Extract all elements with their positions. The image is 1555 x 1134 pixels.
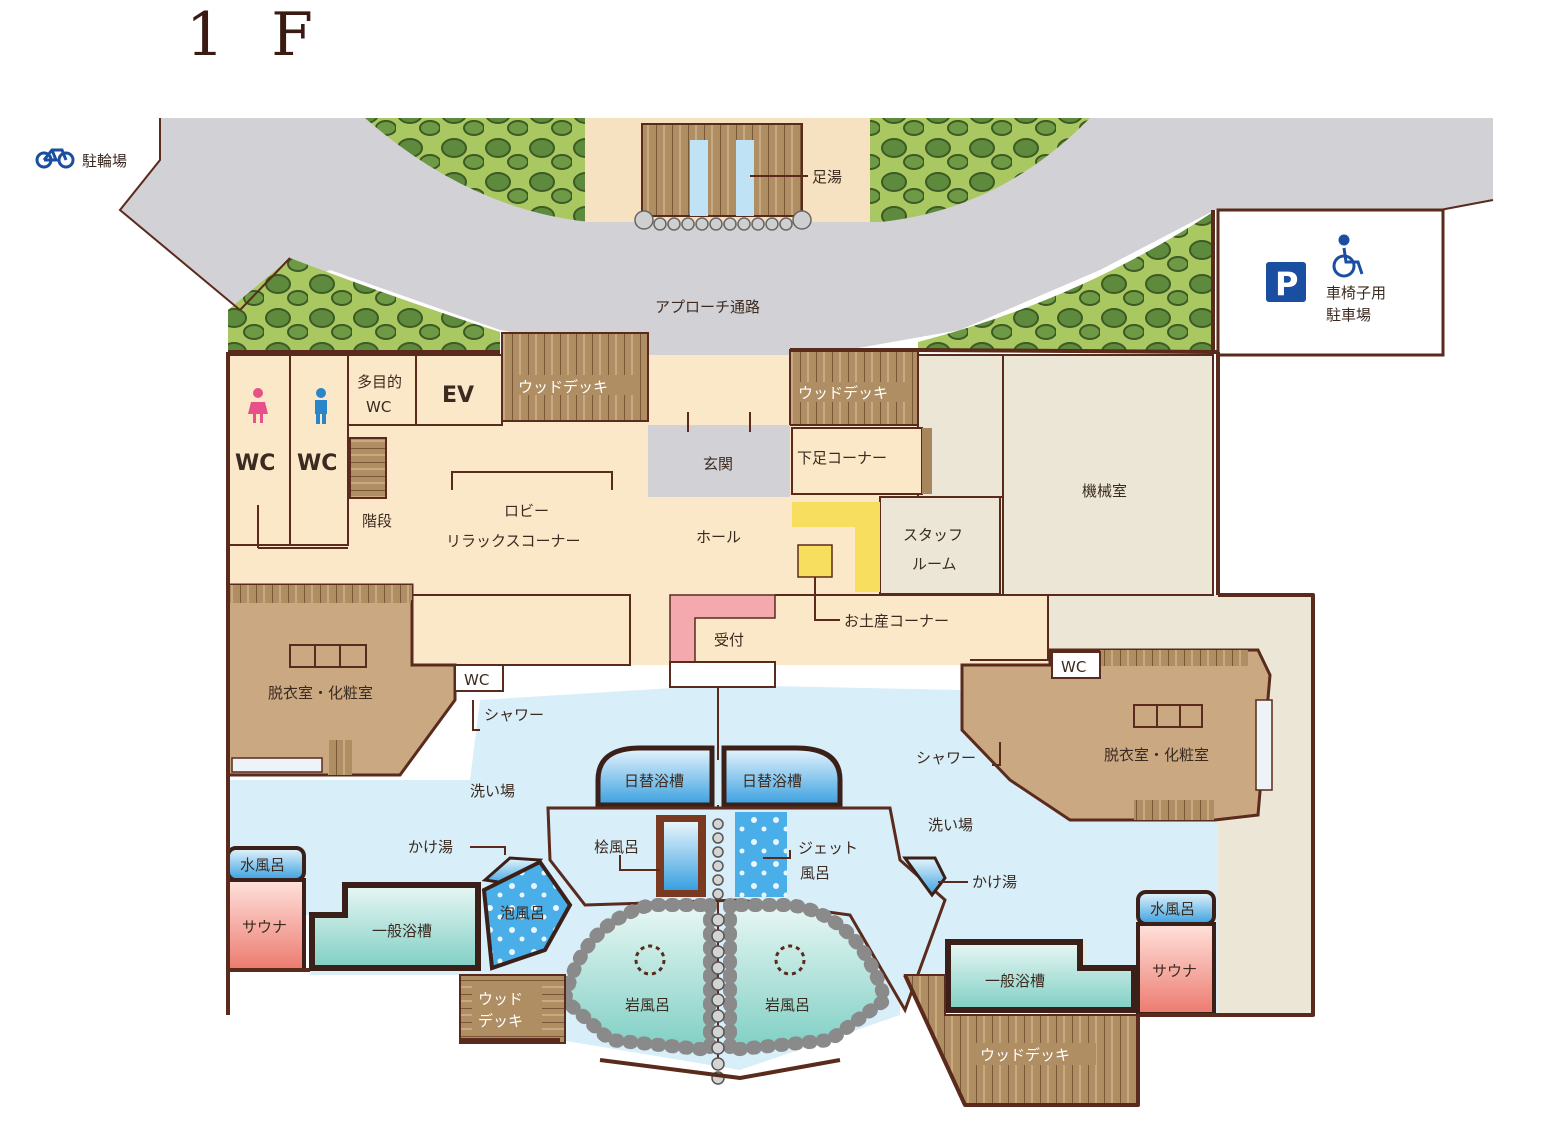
accessible-parking-label-2: 駐車場 (1326, 306, 1371, 324)
stone-path (711, 818, 725, 1085)
staff-room-label-2: ルーム (912, 555, 957, 573)
sauna-left-label: サウナ (242, 918, 287, 936)
washing-area-right-label: 洗い場 (928, 816, 973, 834)
dressing-room-left-label: 脱衣室・化粧室 (268, 684, 373, 702)
daily-bath-right-label: 日替浴槽 (742, 772, 802, 790)
right-garden (918, 212, 1213, 352)
bicycle-parking-label: 駐輪場 (82, 152, 127, 170)
wc-right (1051, 651, 1101, 679)
jet-bath-label-2: 風呂 (800, 864, 830, 882)
mens-wc-label: WC (297, 451, 337, 476)
lobby-label-2: リラックスコーナー (446, 532, 581, 550)
wood-deck-bottom-right-label: ウッドデッキ (980, 1046, 1070, 1064)
cold-bath-left-label: 水風呂 (240, 856, 285, 874)
sauna-left (226, 878, 306, 972)
cold-bath-right-label: 水風呂 (1150, 900, 1195, 918)
staff-room (879, 496, 1001, 595)
parking-sign-icon: P (1266, 262, 1306, 303)
souvenir-corner-label: お土産コーナー (844, 612, 949, 630)
jet-bath-label-1: ジェット (798, 839, 858, 857)
womens-wc-label: WC (235, 451, 275, 476)
multipurpose-wc-label-2: WC (366, 398, 391, 416)
wood-deck-left-label: ウッドデッキ (518, 378, 608, 396)
kakeyu-right (902, 856, 947, 898)
machine-room-label: 機械室 (1082, 482, 1127, 500)
main-bath-right (945, 939, 1137, 1013)
man-icon (315, 388, 327, 424)
footbath-label: 足湯 (812, 168, 842, 186)
floor-title: 1 F (186, 0, 327, 70)
bubble-bath-label: 泡風呂 (500, 904, 545, 922)
wood-deck-right-label: ウッドデッキ (798, 384, 888, 402)
daily-bath-right (721, 745, 843, 808)
machine-room (1002, 354, 1214, 596)
wheelchair-icon (1332, 234, 1364, 278)
rock-bath-left-label: 岩風呂 (625, 996, 670, 1014)
sauna-right-label: サウナ (1152, 962, 1197, 980)
hall-label: ホール (696, 528, 741, 546)
daily-bath-left-label: 日替浴槽 (624, 772, 684, 790)
kakeyu-right-label: かけ湯 (972, 873, 1017, 891)
entrance (648, 425, 790, 497)
reception-label: 受付 (714, 631, 744, 649)
accessible-parking-label-1: 車椅子用 (1326, 284, 1386, 302)
shower-left-label: シャワー (484, 706, 544, 724)
bicycle-icon (35, 148, 75, 169)
entrance-label: 玄関 (703, 455, 733, 473)
wood-deck-bottom-left-label-1: ウッド (478, 990, 523, 1008)
approach-label: アプローチ通路 (655, 298, 760, 316)
left-garden (228, 258, 500, 352)
mens-wc (289, 354, 349, 546)
staff-counter (792, 502, 880, 592)
staff-room-label-1: スタッフ (903, 526, 963, 544)
jet-bath (735, 812, 787, 897)
accessible-parking-area (1216, 208, 1445, 357)
souvenir-display (797, 544, 833, 578)
wc-right-label: WC (1061, 658, 1086, 676)
dressing-room-right (960, 648, 1272, 822)
main-bath-right-label: 一般浴槽 (985, 972, 1045, 990)
sauna-right (1136, 922, 1216, 1016)
main-bath-left (309, 882, 481, 971)
shower-right-label: シャワー (916, 749, 976, 767)
approach-road (120, 118, 1493, 420)
multipurpose-wc-label-1: 多目的 (357, 373, 402, 391)
stairs (349, 437, 387, 499)
rock-bath-right (723, 898, 894, 1058)
lobby-label-1: ロビー (504, 502, 549, 520)
footbath (641, 123, 803, 217)
wc-left-label: WC (464, 671, 489, 689)
elevator (415, 354, 503, 426)
daily-bath-left (595, 745, 715, 808)
rock-bath-right-label: 岩風呂 (765, 996, 810, 1014)
wood-deck-bottom-left-label-2: デッキ (478, 1012, 523, 1030)
dressing-room-right-label: 脱衣室・化粧室 (1104, 746, 1209, 764)
footbath-stones (634, 210, 812, 231)
hinoki-bath-label: 桧風呂 (594, 838, 639, 856)
main-bath-left-label: 一般浴槽 (372, 922, 432, 940)
elevator-label: EV (442, 383, 474, 408)
multipurpose-wc (347, 354, 417, 426)
svg-text:P: P (1275, 265, 1298, 303)
building: 機械室 WC WC 多目的 WC EV 階段 ウッドデッキ ウッドデッキ (226, 210, 1315, 1107)
woman-icon (248, 388, 268, 423)
shoe-corner-label: 下足コーナー (797, 449, 887, 467)
washing-area-left-label: 洗い場 (470, 782, 515, 800)
kakeyu-left-label: かけ湯 (408, 838, 453, 856)
bubble-bath (481, 859, 573, 971)
approach-area: 足湯 アプローチ通路 駐輪場 P 車椅子用 駐車場 (35, 118, 1494, 420)
stairs-label: 階段 (362, 512, 392, 530)
